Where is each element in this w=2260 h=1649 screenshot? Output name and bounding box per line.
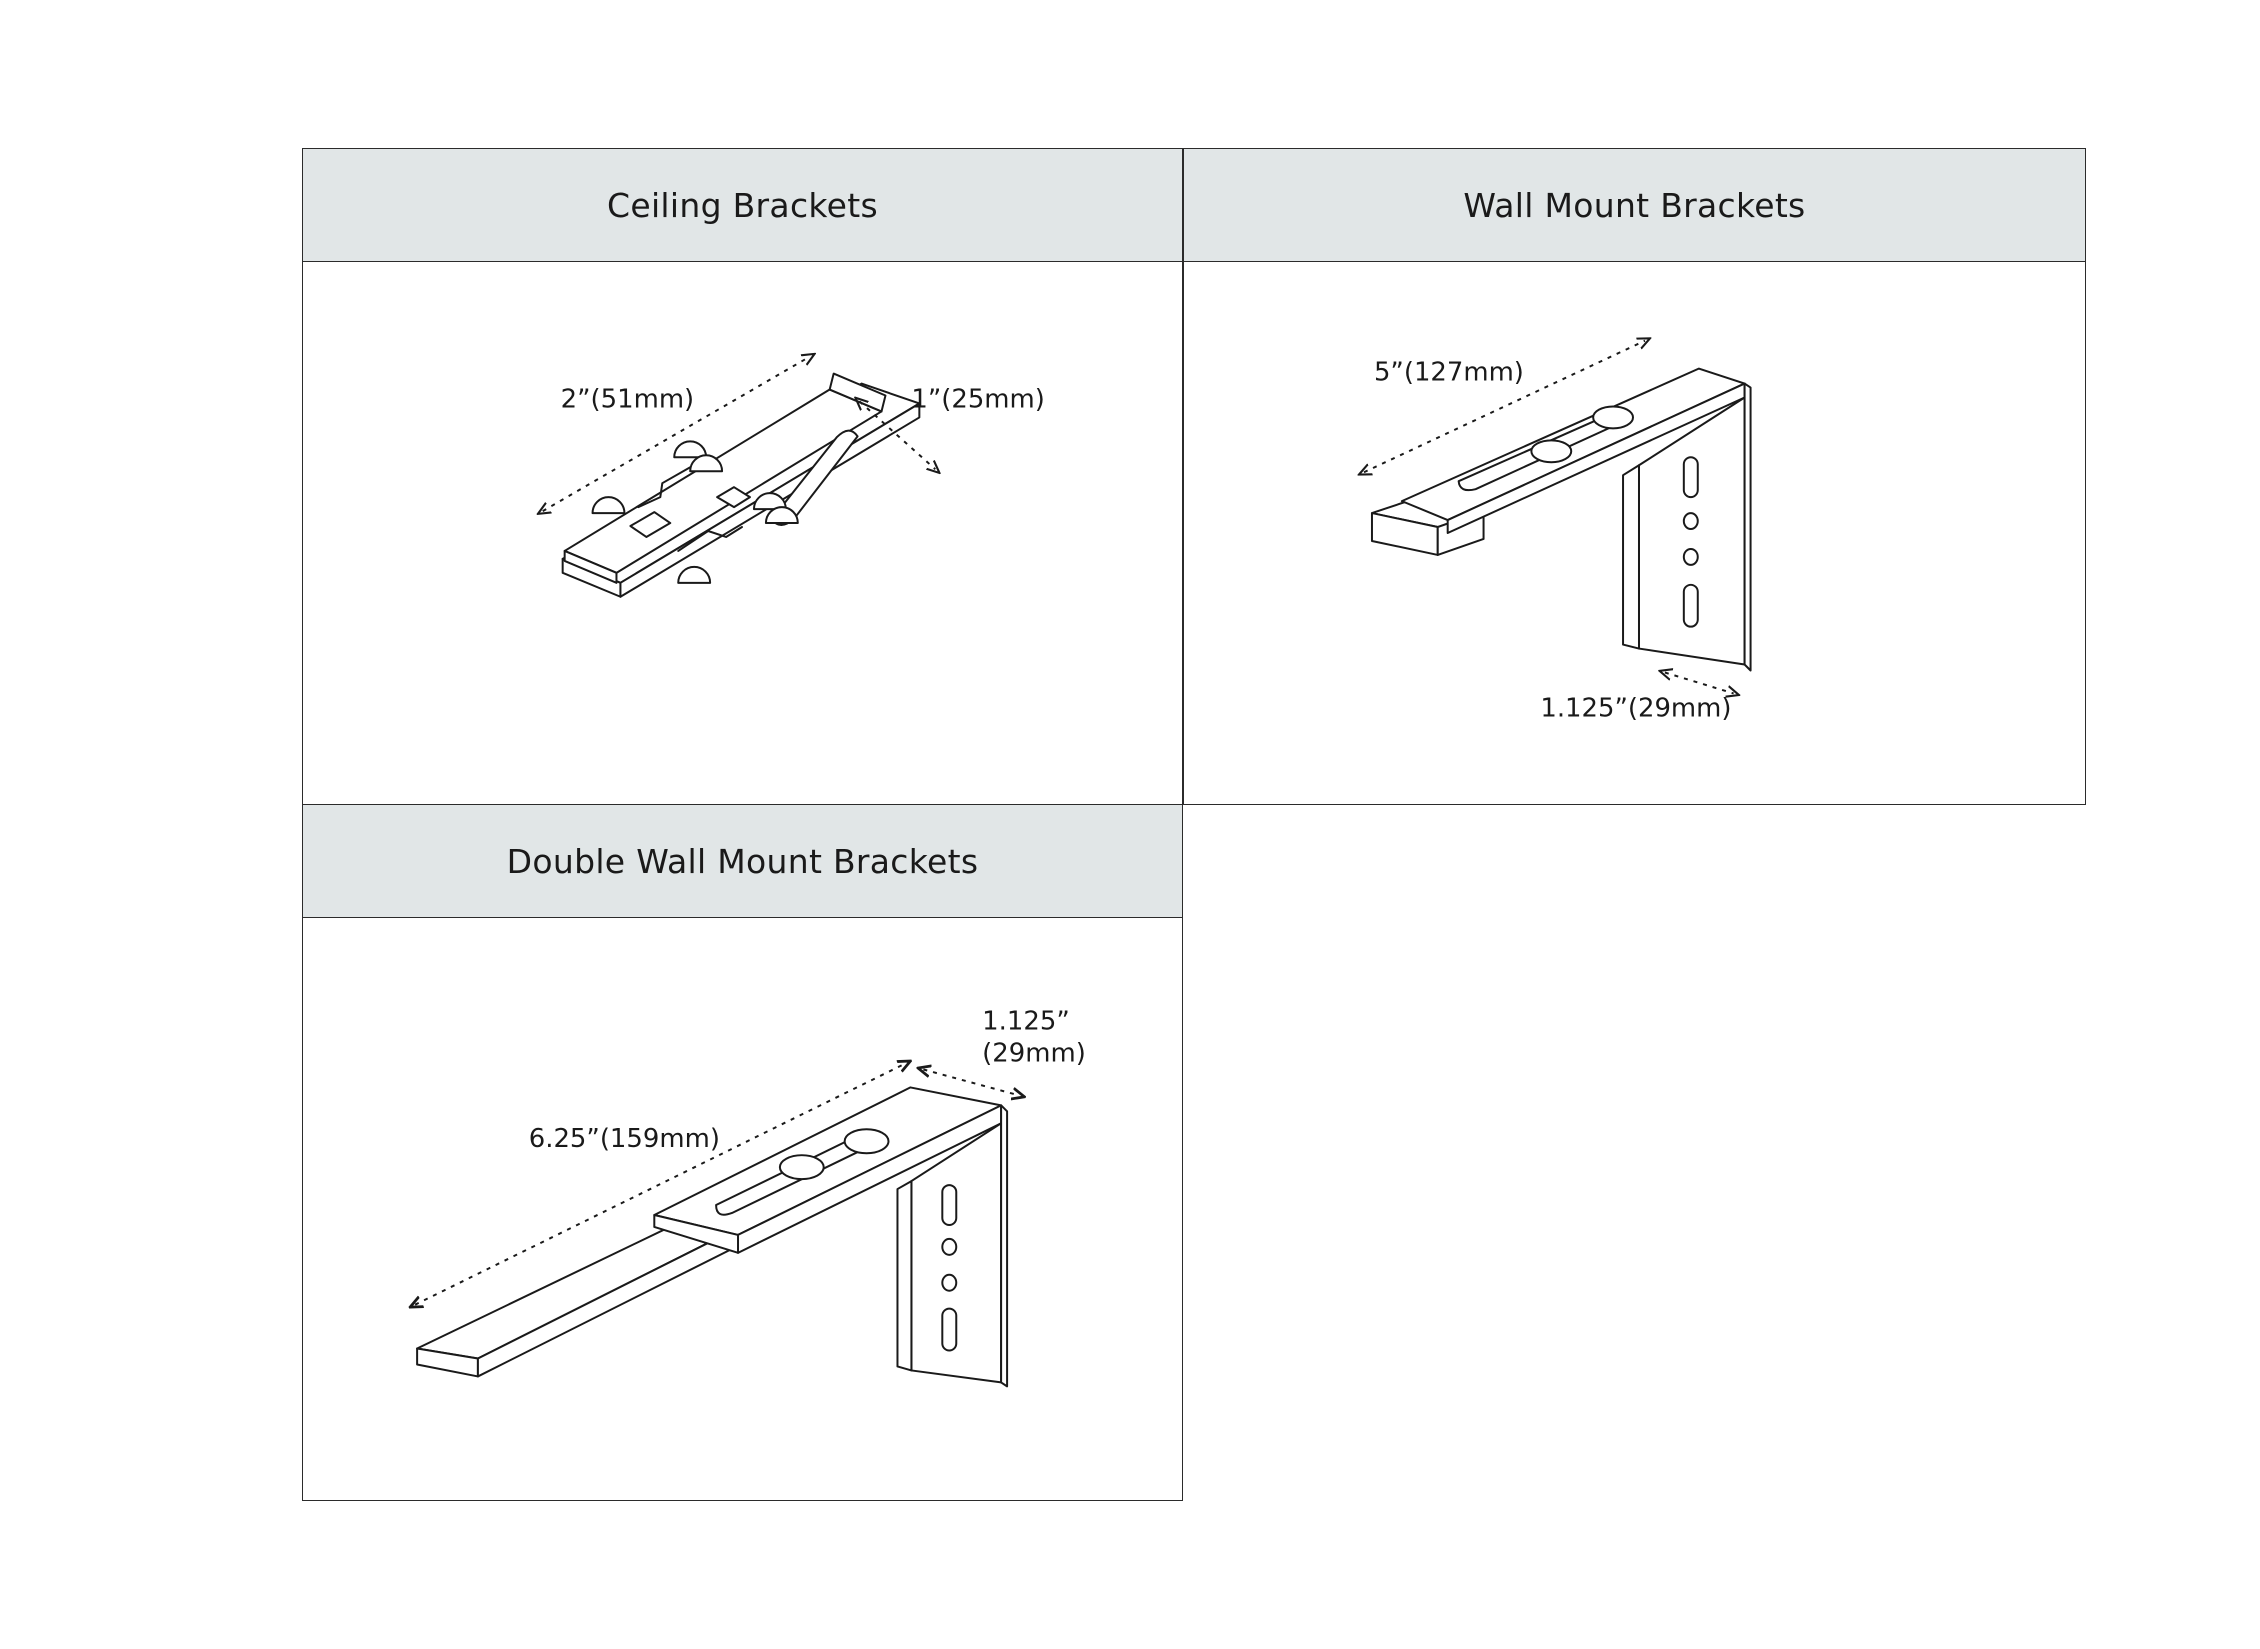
dimension-depth: 1.125”(29mm) <box>1540 693 1731 723</box>
dimension-length: 2”(51mm) <box>561 384 694 414</box>
ceiling-bracket-illustration: 2”(51mm) 1”(25mm) <box>303 262 1182 804</box>
wall-mount-bracket-illustration: 5”(127mm) 1.125”(29mm) <box>1184 262 2085 804</box>
dimension-width: 1”(25mm) <box>911 384 1044 414</box>
dimension-length: 6.25”(159mm) <box>529 1124 720 1154</box>
panel-title: Double Wall Mount Brackets <box>303 805 1182 918</box>
panel-title: Wall Mount Brackets <box>1184 149 2085 262</box>
dimension-length: 5”(127mm) <box>1374 358 1524 388</box>
dimension-depth-line2: (29mm) <box>982 1039 1086 1069</box>
double-wall-mount-bracket-illustration: 6.25”(159mm) 1.125” (29mm) <box>303 918 1182 1500</box>
panel-ceiling-brackets: Ceiling Brackets <box>302 148 1183 805</box>
panel-title: Ceiling Brackets <box>303 149 1182 262</box>
dimension-depth-line1: 1.125” <box>982 1007 1070 1037</box>
panel-double-wall-mount-brackets: Double Wall Mount Brackets <box>302 804 1183 1501</box>
panel-wall-mount-brackets: Wall Mount Brackets <box>1183 148 2086 805</box>
